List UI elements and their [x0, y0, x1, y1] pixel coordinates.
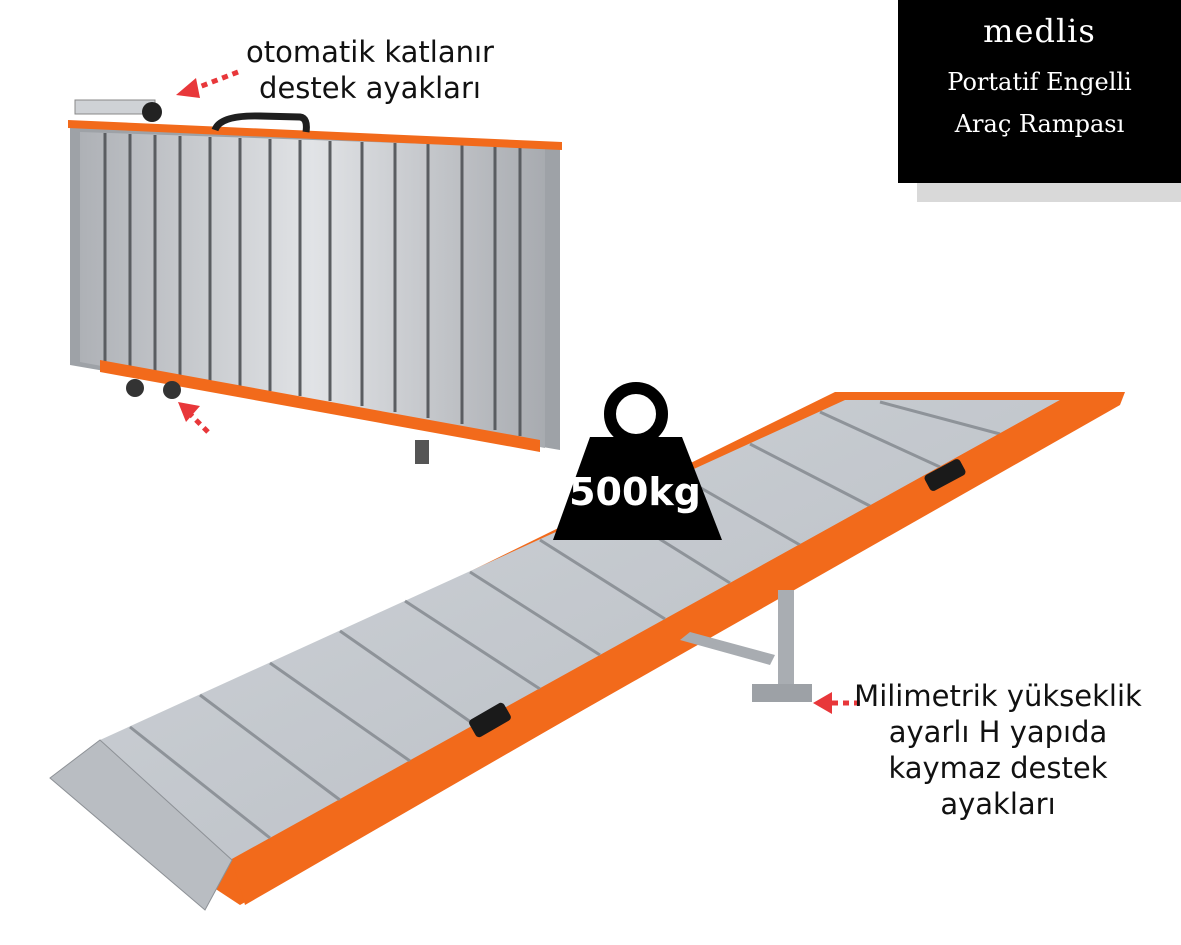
arrow-icon: [176, 69, 860, 714]
unfolded-ramp: [49, 392, 1125, 911]
caption-line: destek ayakları: [259, 71, 481, 105]
caption-line: ayakları: [940, 787, 1056, 821]
brand-tagline-line2: Araç Rampası: [954, 110, 1125, 138]
brand-box: medlis Portatif Engelli Araç Rampası: [898, 0, 1181, 183]
caption-line: otomatik katlanır: [246, 35, 494, 69]
weight-icon: [553, 382, 722, 540]
brand-tagline-line1: Portatif Engelli: [947, 68, 1132, 96]
support-legs-caption: Milimetrik yükseklik ayarlı H yapıda kay…: [848, 678, 1148, 822]
folded-ramp: [68, 99, 562, 464]
weight-capacity-label: 500kg: [569, 470, 701, 514]
caption-line: Milimetrik yükseklik: [854, 679, 1142, 713]
folding-legs-caption: otomatik katlanır destek ayakları: [235, 34, 505, 106]
caption-line: ayarlı H yapıda: [888, 715, 1108, 749]
brand-name: medlis: [983, 12, 1096, 50]
caption-line: kaymaz destek: [888, 751, 1108, 785]
